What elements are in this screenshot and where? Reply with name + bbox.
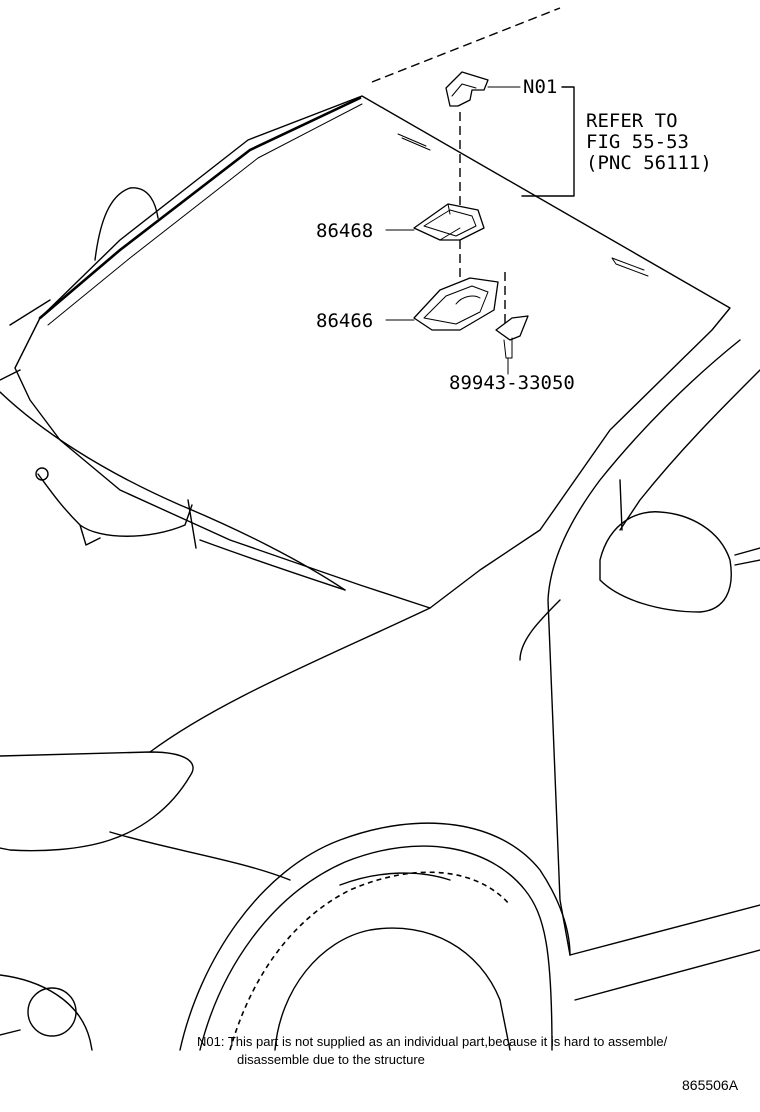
vehicle-outline [0,7,760,1051]
rocker-line-upper [569,904,760,956]
illustration-code: 865506A [682,1077,739,1093]
callout-86468[interactable]: 86468 [316,220,373,242]
windshield-outline [14,95,731,609]
part-86466-cover [413,277,499,331]
windshield-trim [38,96,362,320]
reference-line-3: (PNC 56111) [586,152,712,174]
footnote-line-1: N01: This part is not supplied as an ind… [197,1034,668,1049]
reference-line-1: REFER TO [586,110,678,132]
front-bumper [0,974,93,1051]
windshield-trim-inner [47,103,363,326]
fender-door-gap [619,479,623,531]
hood-edge [0,751,194,852]
tire-inner [339,872,451,886]
reference-line-2: FIG 55-53 [586,131,689,153]
part-n01-bracket [445,71,489,107]
hood-center [149,607,431,753]
a-pillar-right [547,339,741,956]
a-pillar-left [94,187,159,261]
windshield-mark-right [611,257,649,277]
part-86468-housing [413,203,485,241]
rocker-line-lower [574,949,760,1001]
footnote-line-2: disassemble due to the structure [237,1052,425,1067]
side-mirror [599,511,732,613]
part-89943-sensor [495,315,529,359]
cowl-line-lower [199,539,346,591]
door-edge [519,599,561,661]
reference-bracket [521,86,575,197]
roof-line [371,7,561,83]
callout-n01[interactable]: N01 [523,76,557,98]
a-pillar-right-outer [619,369,760,531]
mirror-arm [734,547,760,566]
a-pillar-left-edge [0,299,51,381]
callout-89943-33050[interactable]: 89943-33050 [449,372,575,394]
fog-lamp [27,987,77,1037]
washer-hose [37,473,197,549]
wheel-arch-dash [229,871,511,1051]
washer-nozzle [35,467,49,481]
hood-crease [109,831,291,881]
callout-86466[interactable]: 86466 [316,310,373,332]
cowl-line [0,391,346,591]
wheel-arch-outer [179,822,571,1051]
tire-outline [274,927,511,1051]
windshield-mark-left [397,133,431,151]
wheel-arch-inner [199,845,553,1051]
